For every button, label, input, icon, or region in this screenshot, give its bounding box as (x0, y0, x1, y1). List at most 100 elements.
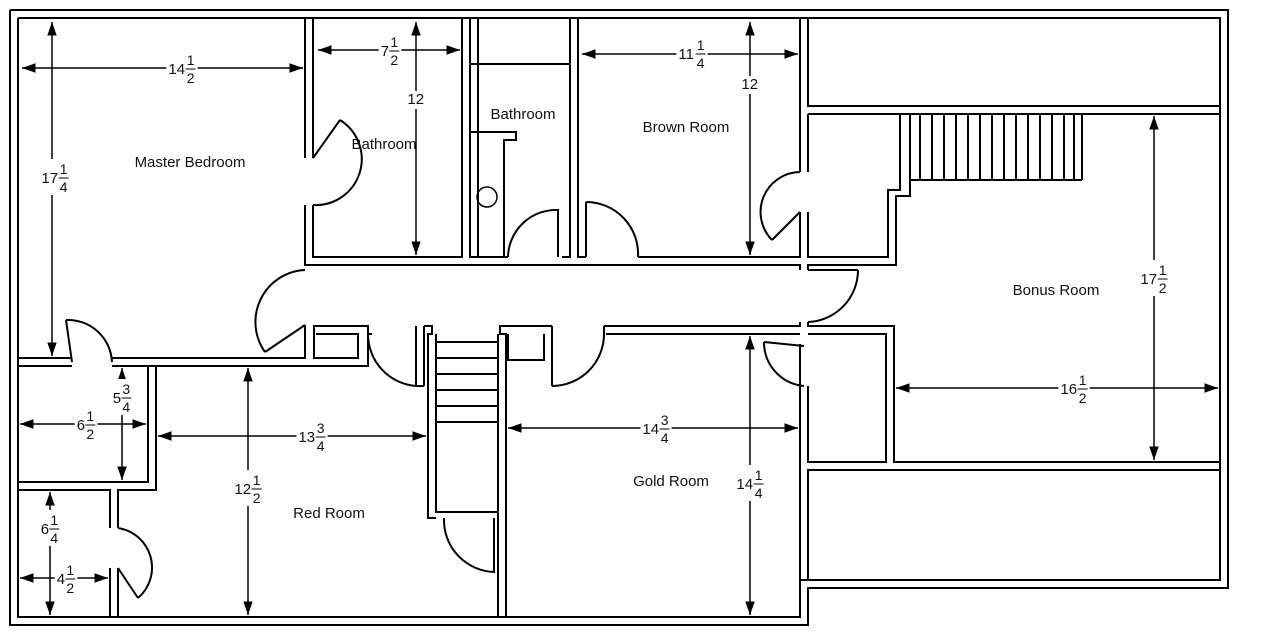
dimension-whole: 14 (642, 421, 659, 438)
dimension-label-closet-a-height: 53 4 (110, 379, 134, 415)
master-bedroom-wall (304, 205, 801, 270)
dimension-numerator: 1 (1159, 262, 1167, 278)
dimension-denominator: 4 (697, 55, 705, 71)
red-room-wall (18, 366, 149, 483)
dimension-label-bg (1058, 370, 1090, 406)
door-brown-closet (759, 171, 801, 241)
dimension-whole: 12 (407, 91, 424, 108)
dimension-whole: 16 (1060, 381, 1077, 398)
dimension-numerator: 1 (253, 472, 261, 488)
dimension-numerator: 1 (50, 512, 58, 528)
bathroom-wall (470, 131, 517, 257)
dimension-numerator: 3 (122, 381, 130, 397)
dimension-numerator: 1 (390, 34, 398, 50)
dimension-whole: 5 (113, 390, 121, 407)
dimension-whole: 17 (41, 170, 58, 187)
dimension-denominator: 4 (60, 179, 68, 195)
dimension-whole: 14 (168, 61, 185, 78)
dimension-whole: 14 (736, 476, 753, 493)
door-master-closet (65, 318, 113, 363)
room-labels: Master Bedroom Bathroom Bathroom Brown R… (135, 106, 1100, 522)
dimension-denominator: 2 (1159, 280, 1167, 296)
dimension-label-bg (74, 406, 98, 442)
doors (65, 119, 859, 599)
hallway-wall (604, 322, 801, 327)
dimension-label-bg (734, 465, 766, 501)
dimension-label-bath1-length: 12 (405, 91, 427, 109)
dimension-denominator: 4 (755, 485, 763, 501)
door-gold-hall (551, 326, 605, 387)
dimension-numerator: 1 (60, 161, 68, 177)
door-master-hall (254, 269, 306, 353)
dimension-numerator: 1 (755, 467, 763, 483)
door-red-hall (366, 333, 424, 387)
dimension-whole: 7 (381, 43, 389, 60)
hallway-wall (807, 333, 887, 463)
dimension-whole: 12 (234, 481, 251, 498)
dimension-denominator: 4 (317, 438, 325, 454)
hallway-wall (507, 334, 545, 361)
hallway-wall (499, 325, 552, 617)
door-gold-closet (762, 341, 805, 387)
dimension-denominator: 2 (390, 52, 398, 68)
dimension-whole: 4 (57, 571, 65, 588)
bathroom-wall (469, 18, 508, 258)
door-stair (442, 517, 495, 574)
dimension-numerator: 1 (187, 52, 195, 68)
dimension-label-master-width: 141 2 (166, 50, 198, 86)
dimension-denominator: 2 (253, 490, 261, 506)
dimension-whole: 6 (77, 417, 85, 434)
master-bedroom-wall (112, 325, 306, 359)
brown-room-wall (807, 114, 901, 258)
dimension-lines (20, 22, 1218, 615)
dimension-numerator: 1 (86, 408, 94, 424)
dimension-denominator: 2 (187, 70, 195, 86)
brown-room-wall (638, 212, 801, 258)
dimension-label-brown-length: 12 (739, 76, 761, 94)
dimension-denominator: 2 (86, 426, 94, 442)
dimension-label-bg (405, 91, 427, 109)
dimension-whole: 17 (1140, 271, 1157, 288)
dimension-whole: 13 (298, 429, 315, 446)
room-label-red-room: Red Room (293, 505, 365, 522)
dimension-denominator: 4 (122, 399, 130, 415)
dimension-label-closet-a-width: 61 2 (74, 406, 98, 442)
door-brown-hall (585, 200, 640, 258)
hallway-wall (807, 322, 1220, 463)
bathroom-wall (562, 18, 571, 258)
door-closet-b (117, 527, 154, 599)
door-bathroom-2 (507, 208, 559, 258)
red-room-wall (117, 366, 157, 528)
dimension-label-bg (232, 470, 264, 506)
door-master-bath (312, 119, 363, 207)
dimension-denominator: 4 (661, 430, 669, 446)
dimension-numerator: 1 (1079, 372, 1087, 388)
dimension-label-bg (296, 418, 328, 454)
dimension-label-bg (38, 510, 62, 546)
dimension-whole: 12 (741, 76, 758, 93)
door-hall-bonus (807, 269, 859, 323)
dimension-labels: 1412171471212111412171216125346126144121… (38, 32, 1170, 596)
dimension-label-bg (1138, 260, 1170, 296)
dimension-numerator: 3 (317, 420, 325, 436)
exterior-wall-outer (9, 9, 1229, 626)
dimension-label-closet-b-height: 614 (38, 510, 62, 546)
dimension-numerator: 1 (697, 37, 705, 53)
dimension-label-red-width: 133 4 (296, 418, 328, 454)
room-label-bathroom-2: Bathroom (490, 106, 555, 123)
brown-room-wall (807, 114, 911, 270)
dimension-denominator: 2 (1079, 390, 1087, 406)
dimension-whole: 11 (678, 46, 694, 63)
dimension-whole: 6 (41, 521, 49, 538)
dimension-label-bg (54, 560, 78, 596)
dimension-label-bg (166, 50, 198, 86)
dimension-label-bath1-width: 71 2 (378, 32, 402, 68)
room-label-gold-room: Gold Room (633, 473, 709, 490)
